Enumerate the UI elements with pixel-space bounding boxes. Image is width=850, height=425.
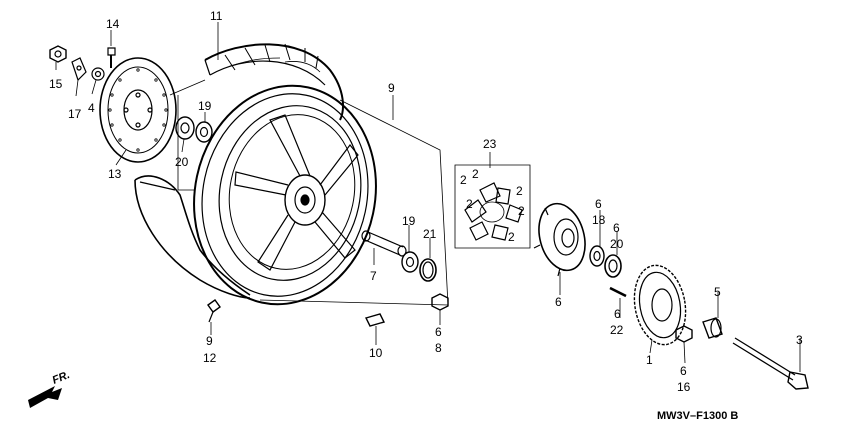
callout-6-lower: 6: [680, 364, 687, 378]
callout-21: 21: [423, 227, 437, 241]
callout-6-upper: 6: [595, 197, 602, 211]
callout-5: 5: [714, 285, 721, 299]
brake-disc: [99, 57, 177, 163]
flange-seal: [604, 254, 622, 278]
collar-4: [91, 67, 105, 81]
callout-12: 12: [203, 351, 217, 365]
disc-bolt: [107, 47, 116, 68]
rear-axle: [732, 337, 809, 390]
driven-flange: [533, 202, 586, 277]
callout-2-e: 2: [508, 230, 515, 244]
callout-13: 13: [108, 167, 122, 181]
fender: [134, 175, 251, 299]
tire-valve: [207, 299, 221, 323]
callout-3: 3: [796, 333, 803, 347]
assembly-outline: [169, 79, 449, 306]
callout-11: 11: [210, 9, 223, 23]
nut-8: [431, 293, 449, 311]
disc-bracket: [71, 57, 87, 82]
callout-20-right: 20: [610, 237, 624, 251]
callout-18: 18: [592, 213, 606, 227]
callout-2-d: 2: [518, 204, 525, 218]
wheel-damper-rubbers: [454, 164, 531, 249]
sprocket-nut: [675, 325, 693, 343]
callout-2-b: 2: [472, 167, 479, 181]
callout-labels: 14 15 17 4 13 11 9 19 20 23 2 2 2 2 2 2 …: [49, 9, 803, 394]
flange-bearing: [589, 245, 605, 267]
oil-seal: [419, 258, 437, 282]
final-driven-sprocket: [633, 264, 687, 346]
disc-nut: [49, 45, 67, 63]
callout-22: 22: [610, 323, 624, 337]
callout-6-seal: 6: [613, 221, 620, 235]
callout-14: 14: [106, 17, 120, 31]
callout-16: 16: [677, 380, 691, 394]
distance-collar: [361, 230, 407, 257]
callout-6-nut: 6: [435, 325, 442, 339]
front-direction-label: FR.: [51, 369, 72, 387]
tire: [204, 43, 344, 121]
callout-17: 17: [68, 107, 82, 121]
callout-2-a: 2: [460, 173, 467, 187]
balance-weight: [364, 313, 386, 327]
side-collar: [702, 317, 723, 339]
wheel-rim: [193, 84, 377, 306]
front-direction-arrow: [28, 386, 62, 408]
callout-2-f: 2: [466, 197, 473, 211]
bearing-right: [401, 251, 419, 273]
callout-10: 10: [369, 346, 383, 360]
callout-4: 4: [88, 101, 95, 115]
callout-23: 23: [483, 137, 497, 151]
callout-9-valve: 9: [206, 334, 213, 348]
bearing-left: [175, 116, 213, 143]
callout-7: 7: [370, 269, 377, 283]
callout-8: 8: [435, 341, 442, 355]
callout-19-left: 19: [198, 99, 212, 113]
callout-6-stud: 6: [614, 307, 621, 321]
callout-15: 15: [49, 77, 63, 91]
callout-9-top: 9: [388, 81, 395, 95]
callout-20-left: 20: [175, 155, 189, 169]
callout-1: 1: [646, 353, 653, 367]
callout-6-flange: 6: [555, 295, 562, 309]
callout-19-right: 19: [402, 214, 416, 228]
leader-lines: [55, 22, 801, 372]
diagram-code: MW3V–F1300 B: [657, 410, 738, 422]
stud-bolt: [609, 286, 627, 298]
callout-2-c: 2: [516, 184, 523, 198]
